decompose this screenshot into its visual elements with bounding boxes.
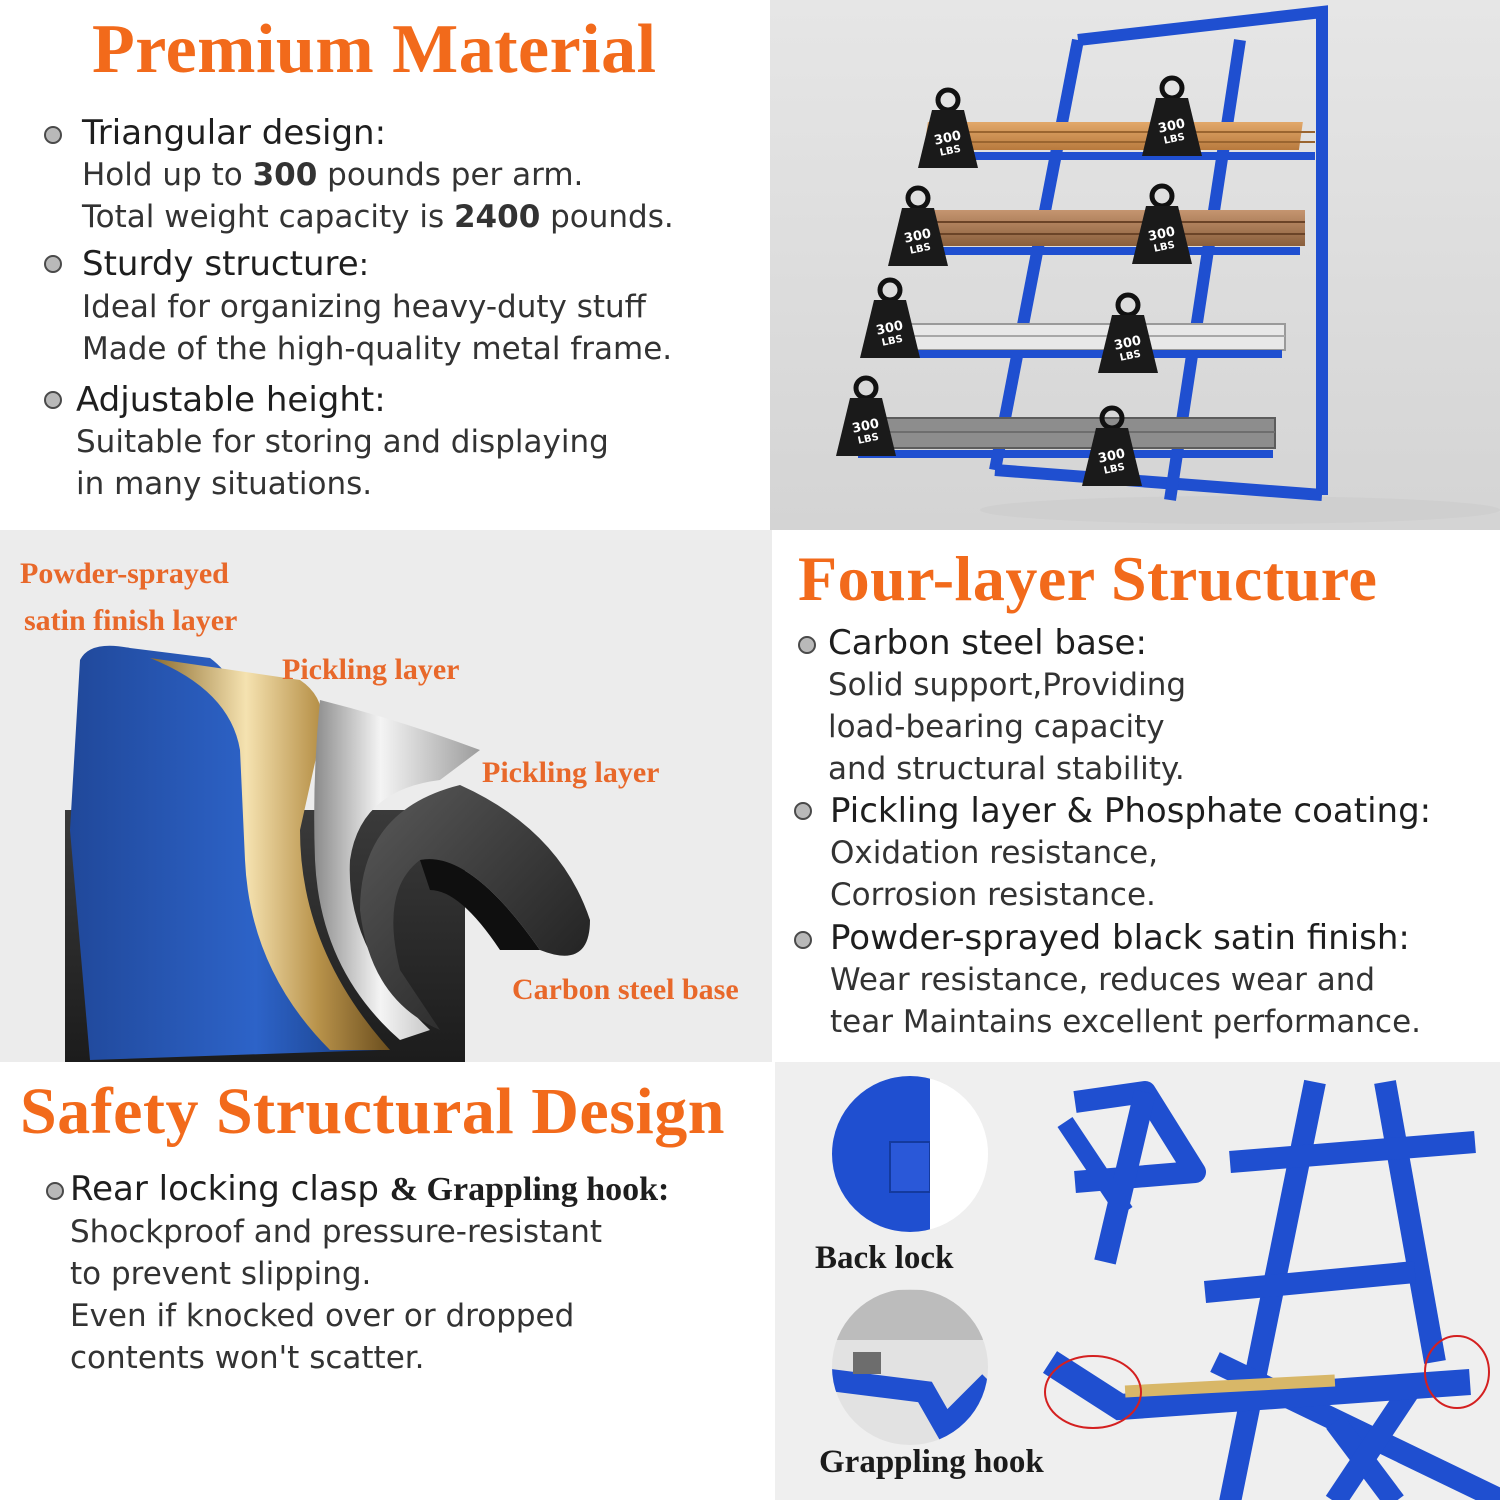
label-pickling-layer-2: Pickling layer [482, 756, 660, 789]
bullet-icon [46, 1182, 64, 1200]
feature-line: load-bearing capacity [828, 709, 1165, 745]
layers-photo: Powder-sprayed satin finish layer Pickli… [0, 530, 772, 1062]
feature-title: Carbon steel base: [828, 623, 1147, 663]
feature-title: Adjustable height: [76, 380, 386, 420]
bullet-icon [794, 931, 812, 949]
weight-unit: LBS [881, 334, 904, 349]
grappling-hook-inset [832, 1289, 988, 1445]
weight-unit: LBS [1153, 240, 1176, 255]
feature-line: tear Maintains excellent performance. [830, 1004, 1422, 1040]
feature-line: and structural stability. [828, 751, 1185, 787]
weight-number: 300 [1113, 333, 1143, 353]
weight-unit: LBS [1119, 349, 1142, 364]
feature-line: Corrosion resistance. [830, 877, 1156, 913]
bullet-icon [44, 255, 62, 273]
weight-unit: LBS [1163, 132, 1186, 147]
feature-line: Hold up to 300 pounds per arm. [82, 157, 584, 193]
feature-line: Total weight capacity is 2400 pounds. [82, 199, 674, 235]
frame-detail-illustration [775, 1062, 1500, 1500]
weight-unit: LBS [909, 242, 932, 257]
weight-number: 300 [1157, 116, 1187, 136]
back-lock-inset [832, 1076, 988, 1232]
safety-design-panel: Safety Structural Design Rear locking cl… [0, 1062, 775, 1500]
weight-number: 300 [1147, 224, 1177, 244]
feature-line: Suitable for storing and displaying [76, 424, 609, 460]
label-powder-sprayed-line1: Powder-sprayed [20, 557, 229, 590]
weight-unit: LBS [857, 432, 880, 447]
feature-line: contents won't scatter. [70, 1340, 425, 1376]
weight-number: 300 [903, 226, 933, 246]
feature-line: in many situations. [76, 466, 373, 502]
feature-line: Shockproof and pressure-resistant [70, 1214, 602, 1250]
shelf-wood-boards [923, 122, 1315, 150]
feature-title: Rear locking clasp & Grappling hook: [70, 1169, 670, 1209]
back-lock-label: Back lock [815, 1240, 954, 1276]
feature-title: Sturdy structure: [82, 244, 370, 284]
shelf-aluminum-sheets [889, 323, 1286, 351]
weight-number: 300 [851, 416, 881, 436]
detail-photo: Back lock Grappling hook [775, 1062, 1500, 1500]
four-layer-structure-panel: Four-layer Structure Carbon steel base: … [772, 530, 1500, 1062]
feature-title: Triangular design: [82, 113, 387, 153]
bullet-icon [44, 391, 62, 409]
feature-line: Made of the high-quality metal frame. [82, 331, 673, 367]
weight-unit: LBS [939, 144, 962, 159]
weight-number: 300 [1097, 446, 1127, 466]
feature-title: Pickling layer & Phosphate coating: [830, 791, 1432, 831]
feature-title: Powder-sprayed black satin finish: [830, 918, 1410, 958]
rack-frame [989, 5, 1328, 501]
label-pickling-layer-1: Pickling layer [282, 653, 460, 686]
bullet-icon [44, 126, 62, 144]
feature-line: Even if knocked over or dropped [70, 1298, 575, 1334]
feature-line: Wear resistance, reduces wear and [830, 962, 1376, 998]
shelf-steel-plates [864, 417, 1276, 449]
bullet-icon [798, 636, 816, 654]
premium-material-title: Premium Material [92, 11, 657, 88]
premium-material-panel: Premium Material Triangular design: Hold… [0, 0, 770, 530]
feature-line: Ideal for organizing heavy-duty stuff [82, 289, 647, 325]
safety-design-title: Safety Structural Design [20, 1075, 725, 1148]
feature-line: to prevent slipping. [70, 1256, 372, 1292]
feature-line: Solid support,Providing [828, 667, 1187, 703]
feature-line: Oxidation resistance, [830, 835, 1159, 871]
bullet-icon [794, 802, 812, 820]
weight-number: 300 [933, 128, 963, 148]
shelf-plywood [920, 210, 1305, 246]
weight-unit: LBS [1103, 462, 1126, 477]
label-powder-sprayed-line2: satin finish layer [24, 604, 238, 637]
label-carbon-steel-base: Carbon steel base [512, 973, 739, 1006]
grappling-hook-label: Grappling hook [819, 1444, 1044, 1480]
four-layer-structure-title: Four-layer Structure [798, 543, 1378, 614]
layer-sheets-illustration [65, 645, 590, 1062]
weight-number: 300 [875, 318, 905, 338]
